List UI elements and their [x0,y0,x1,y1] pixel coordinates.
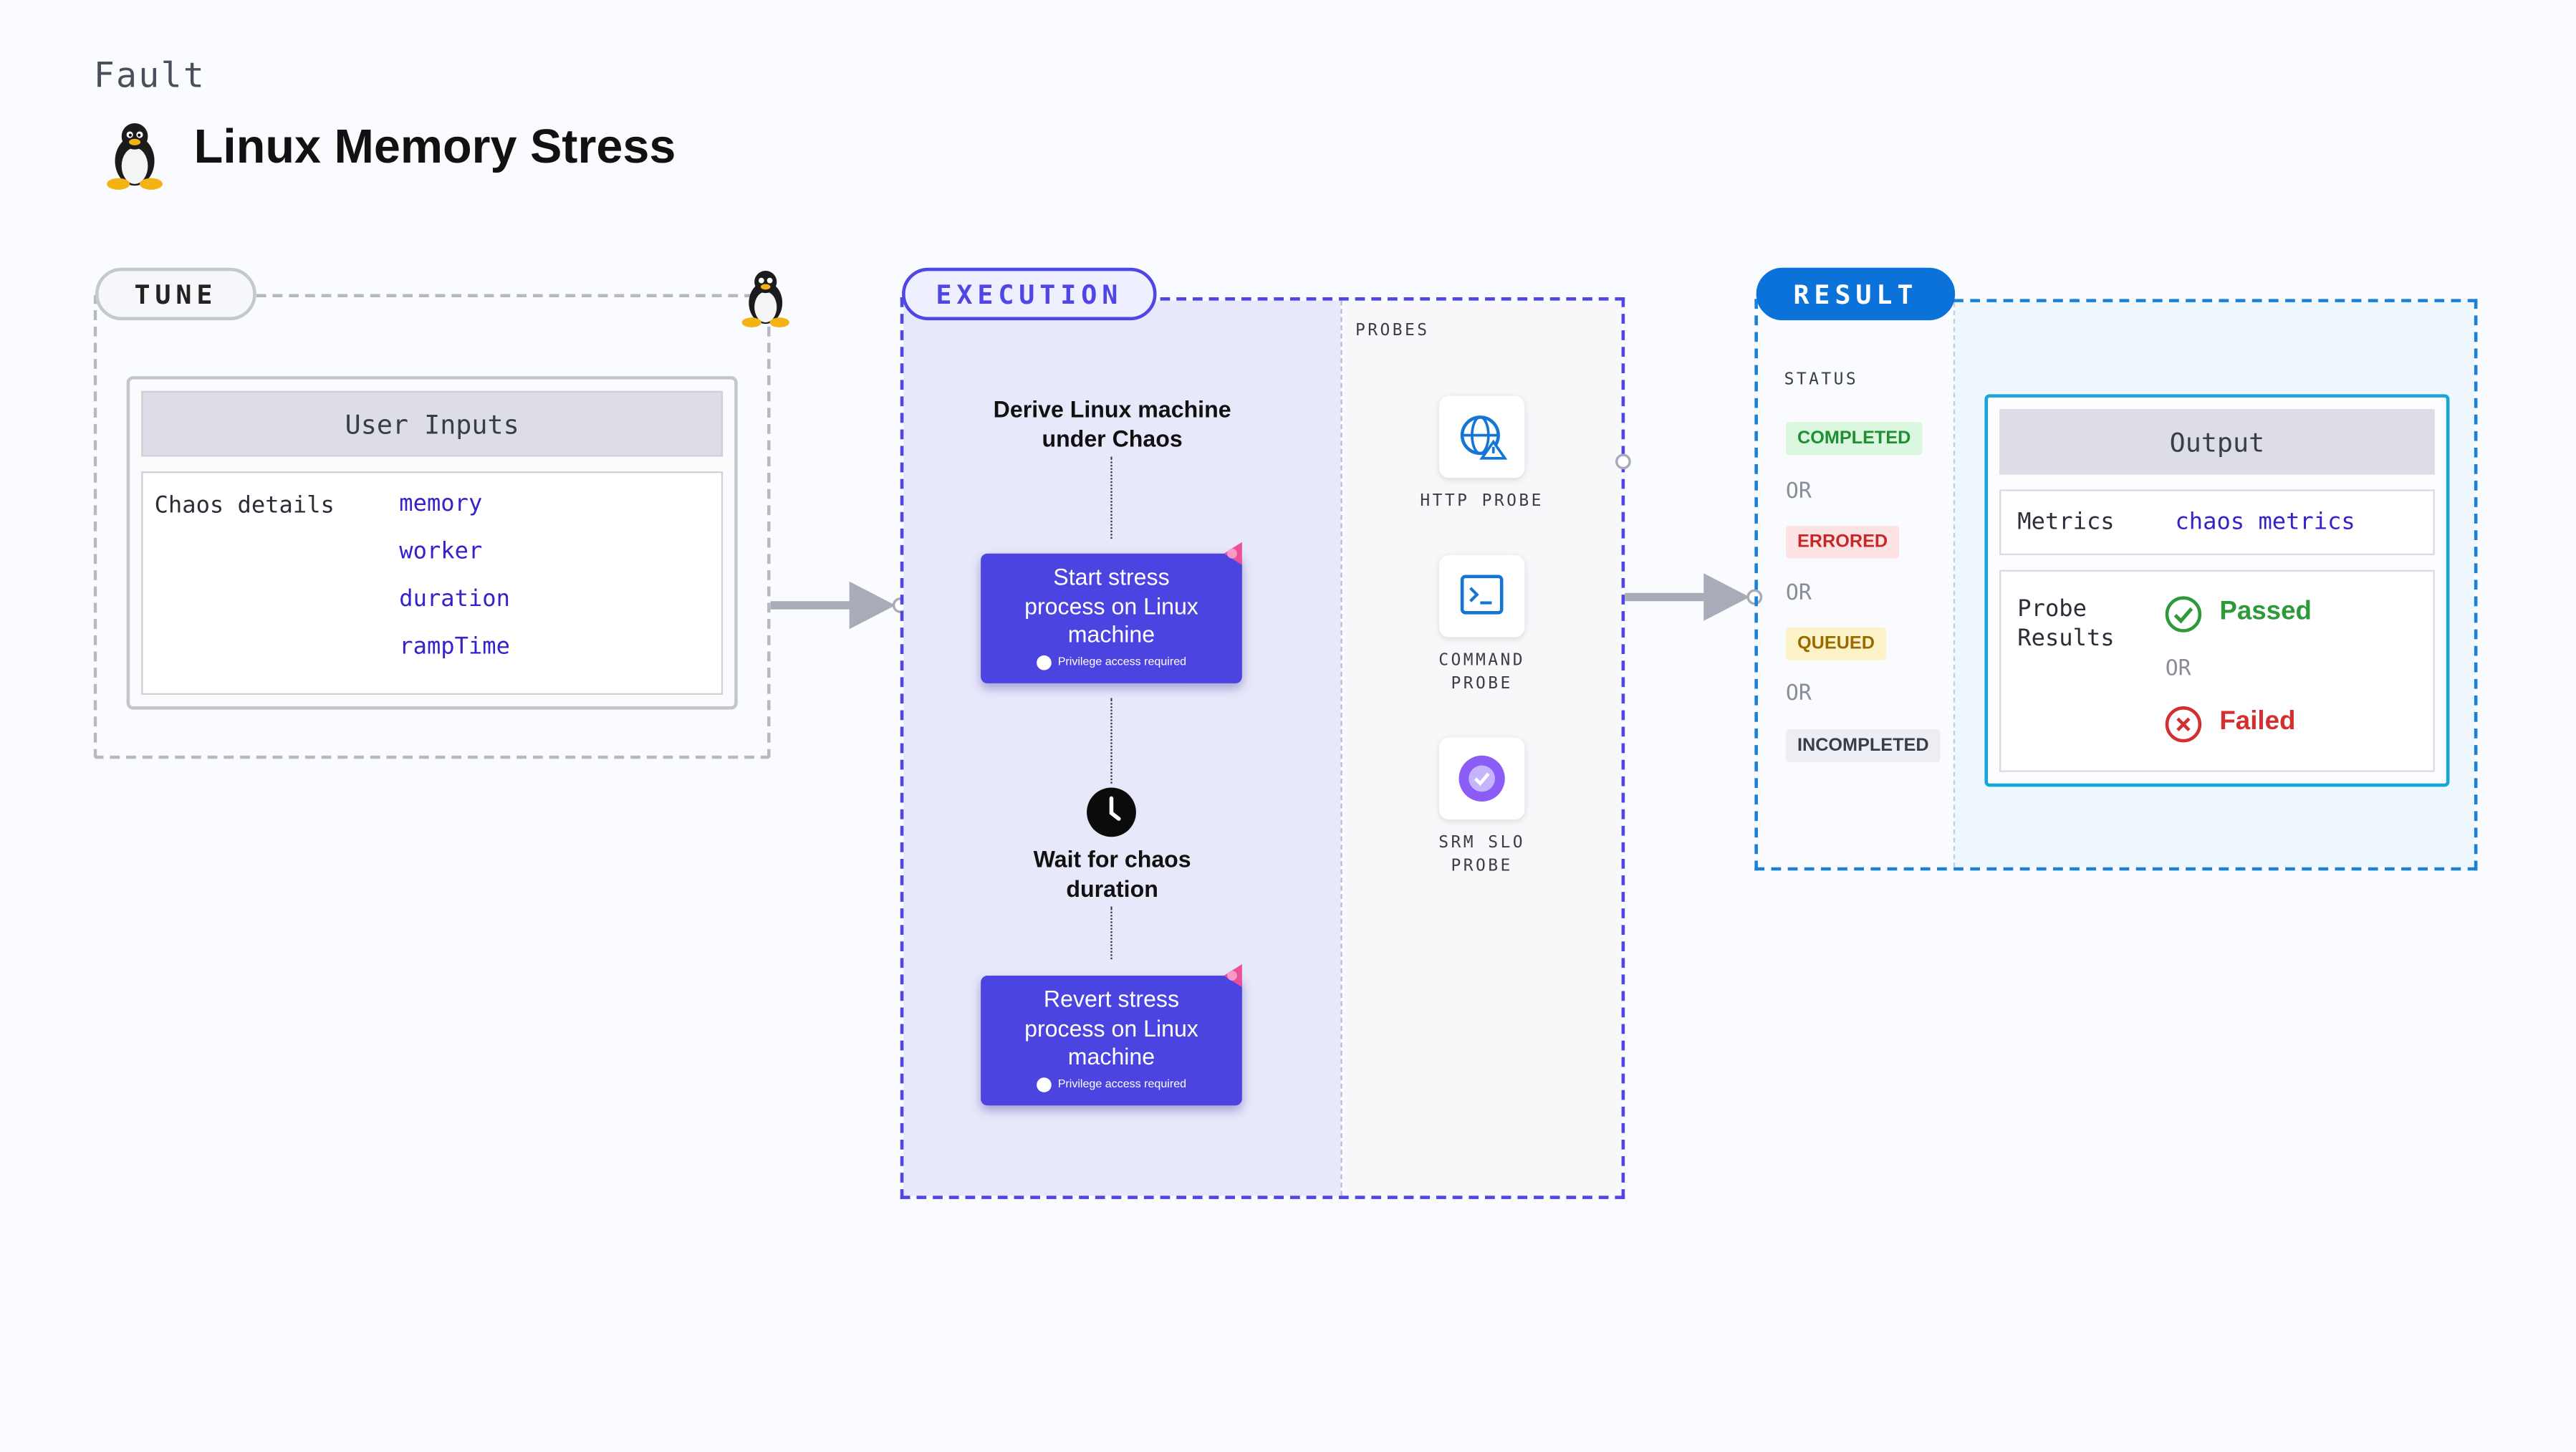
x-circle-icon [2165,706,2202,743]
chaos-hub-icon [1224,963,1242,988]
metrics-key: Metrics [2017,509,2115,536]
status-badge-errored: ERRORED [1785,525,1900,559]
connector-line [1110,698,1112,784]
tune-section [93,294,771,759]
execution-section [900,297,1625,1199]
srm-slo-probe-icon [1439,737,1525,820]
step-revert-stress-card: Revert stress process on Linux machine P… [981,976,1242,1106]
chaos-hub-icon [1224,542,1242,565]
or-label: OR [1785,681,1812,706]
connector-dot [1615,453,1631,470]
arrow-execution-to-result [1625,573,1763,621]
passed-label: Passed [2219,597,2312,626]
chaos-details-body [141,471,724,695]
param-duration: duration [399,586,510,613]
metrics-row [1999,489,2435,556]
result-pill: RESULT [1756,267,1956,321]
tux-small-icon [741,271,789,327]
param-worker: worker [399,539,483,565]
metrics-value: chaos metrics [2175,509,2355,536]
execution-divider [1340,300,1342,1196]
status-badge-completed: COMPLETED [1785,422,1923,456]
page-title: Linux Memory Stress [193,121,676,175]
result-section [1754,299,2478,871]
output-title: Output [1999,408,2435,475]
param-memory: memory [399,491,483,518]
lock-icon [1036,654,1052,670]
failed-label: Failed [2219,708,2296,736]
step-start-stress-card: Start stress process on Linux machine Pr… [981,553,1242,683]
param-ramptime: rampTime [399,634,510,660]
http-probe-icon [1439,395,1525,479]
or-label: OR [1785,479,1812,504]
probe-results-row [1999,569,2435,772]
or-label: OR [1785,581,1812,607]
chaos-details-label: Chaos details [154,492,335,519]
status-badge-incompleted: INCOMPLETED [1785,729,1941,762]
user-inputs-title: User Inputs [141,390,724,457]
execution-pill: EXECUTION [902,267,1157,321]
tune-pill: TUNE [95,267,256,321]
lock-icon [1036,1077,1052,1092]
connector-line [1110,906,1112,960]
or-label: OR [2165,657,2191,682]
command-probe-icon [1439,555,1525,638]
connector-line [1110,456,1112,539]
status-label: STATUS [1784,371,1859,390]
fault-label: Fault [93,55,206,95]
result-divider [1953,302,1956,867]
status-badge-queued: QUEUED [1785,627,1886,660]
clock-icon [1087,787,1136,837]
arrow-tune-to-execution [770,581,908,630]
http-probe-label: HTTP PROBE [1420,492,1544,511]
check-circle-icon [2165,596,2202,633]
tux-linux-icon [107,122,163,190]
probes-label: PROBES [1355,322,1430,340]
